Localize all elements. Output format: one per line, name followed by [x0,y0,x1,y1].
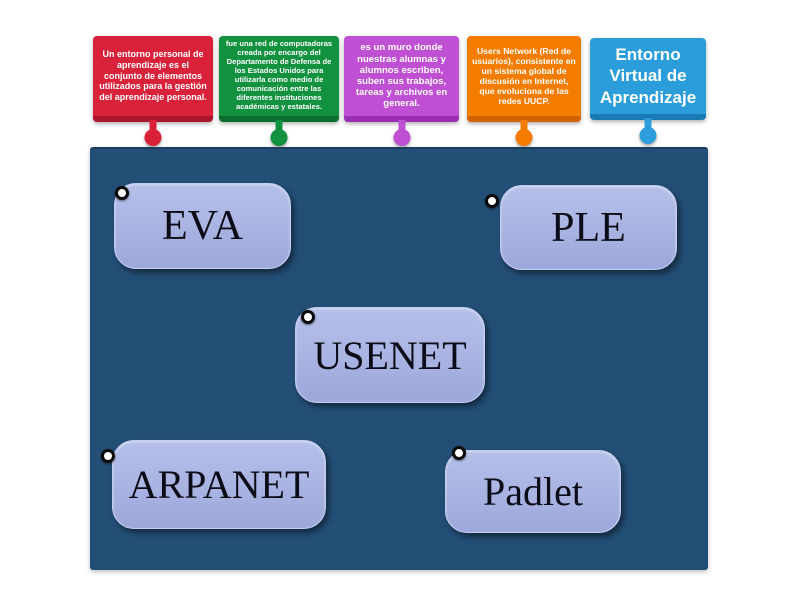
clue-card-arpanet-definition[interactable]: fue una red de computadoras creada por e… [219,36,339,146]
connector-dot[interactable] [639,127,657,144]
answer-label: USENET [313,332,467,378]
clue-text: Users Network (Red de usuarios), consist… [467,36,581,122]
clue-text: es un muro donde nuestras alumnas y alum… [344,36,459,122]
answer-label: EVA [162,203,243,249]
connector-stem [275,120,283,135]
clue-text: fue una red de computadoras creada por e… [219,36,339,122]
clue-card-padlet-definition[interactable]: es un muro donde nuestras alumnas y alum… [344,36,459,146]
clue-card-eva-full-name[interactable]: Entorno Virtual de Aprendizaje [590,38,706,144]
answer-label: ARPANET [128,462,310,507]
answer-pin-ple[interactable] [485,194,499,208]
answer-box-usenet[interactable]: USENET [295,307,485,403]
connector-stem [149,120,157,135]
connector-dot[interactable] [270,129,288,146]
answer-pin-padlet[interactable] [452,446,466,460]
answer-box-ple[interactable]: PLE [500,185,677,270]
connector-dot[interactable] [393,129,410,146]
clue-text: Entorno Virtual de Aprendizaje [590,38,706,120]
answer-label: PLE [551,204,626,251]
clue-card-eva-definition[interactable]: Un entorno personal de aprendizaje es el… [93,36,213,146]
answer-box-eva[interactable]: EVA [114,183,291,269]
connector-stem [644,118,652,131]
connector-dot[interactable] [144,129,162,146]
connector-dot[interactable] [515,129,533,146]
answer-box-arpanet[interactable]: ARPANET [112,440,326,529]
answer-pin-usenet[interactable] [301,310,315,324]
connector-stem [398,120,405,135]
answer-box-padlet[interactable]: Padlet [445,450,621,533]
answer-label: Padlet [483,469,583,514]
connector-stem [520,120,528,135]
clue-card-usenet-definition[interactable]: Users Network (Red de usuarios), consist… [467,36,581,146]
answer-pin-arpanet[interactable] [101,449,115,463]
answer-pin-eva[interactable] [115,186,129,200]
clue-text: Un entorno personal de aprendizaje es el… [93,36,213,122]
